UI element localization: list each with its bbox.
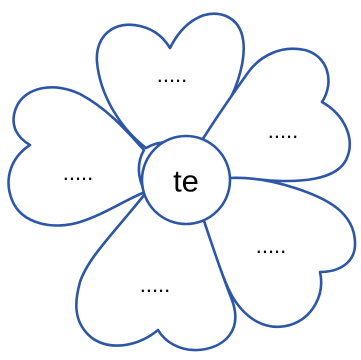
petal-label-left: ..... (63, 160, 94, 185)
center-label: te (173, 164, 199, 199)
petal-label-top: ..... (157, 62, 188, 87)
petal-label-right-upper: ..... (268, 118, 299, 143)
petal-label-bottom-left: ..... (140, 272, 171, 297)
petal-label-right-lower: ..... (256, 233, 287, 258)
